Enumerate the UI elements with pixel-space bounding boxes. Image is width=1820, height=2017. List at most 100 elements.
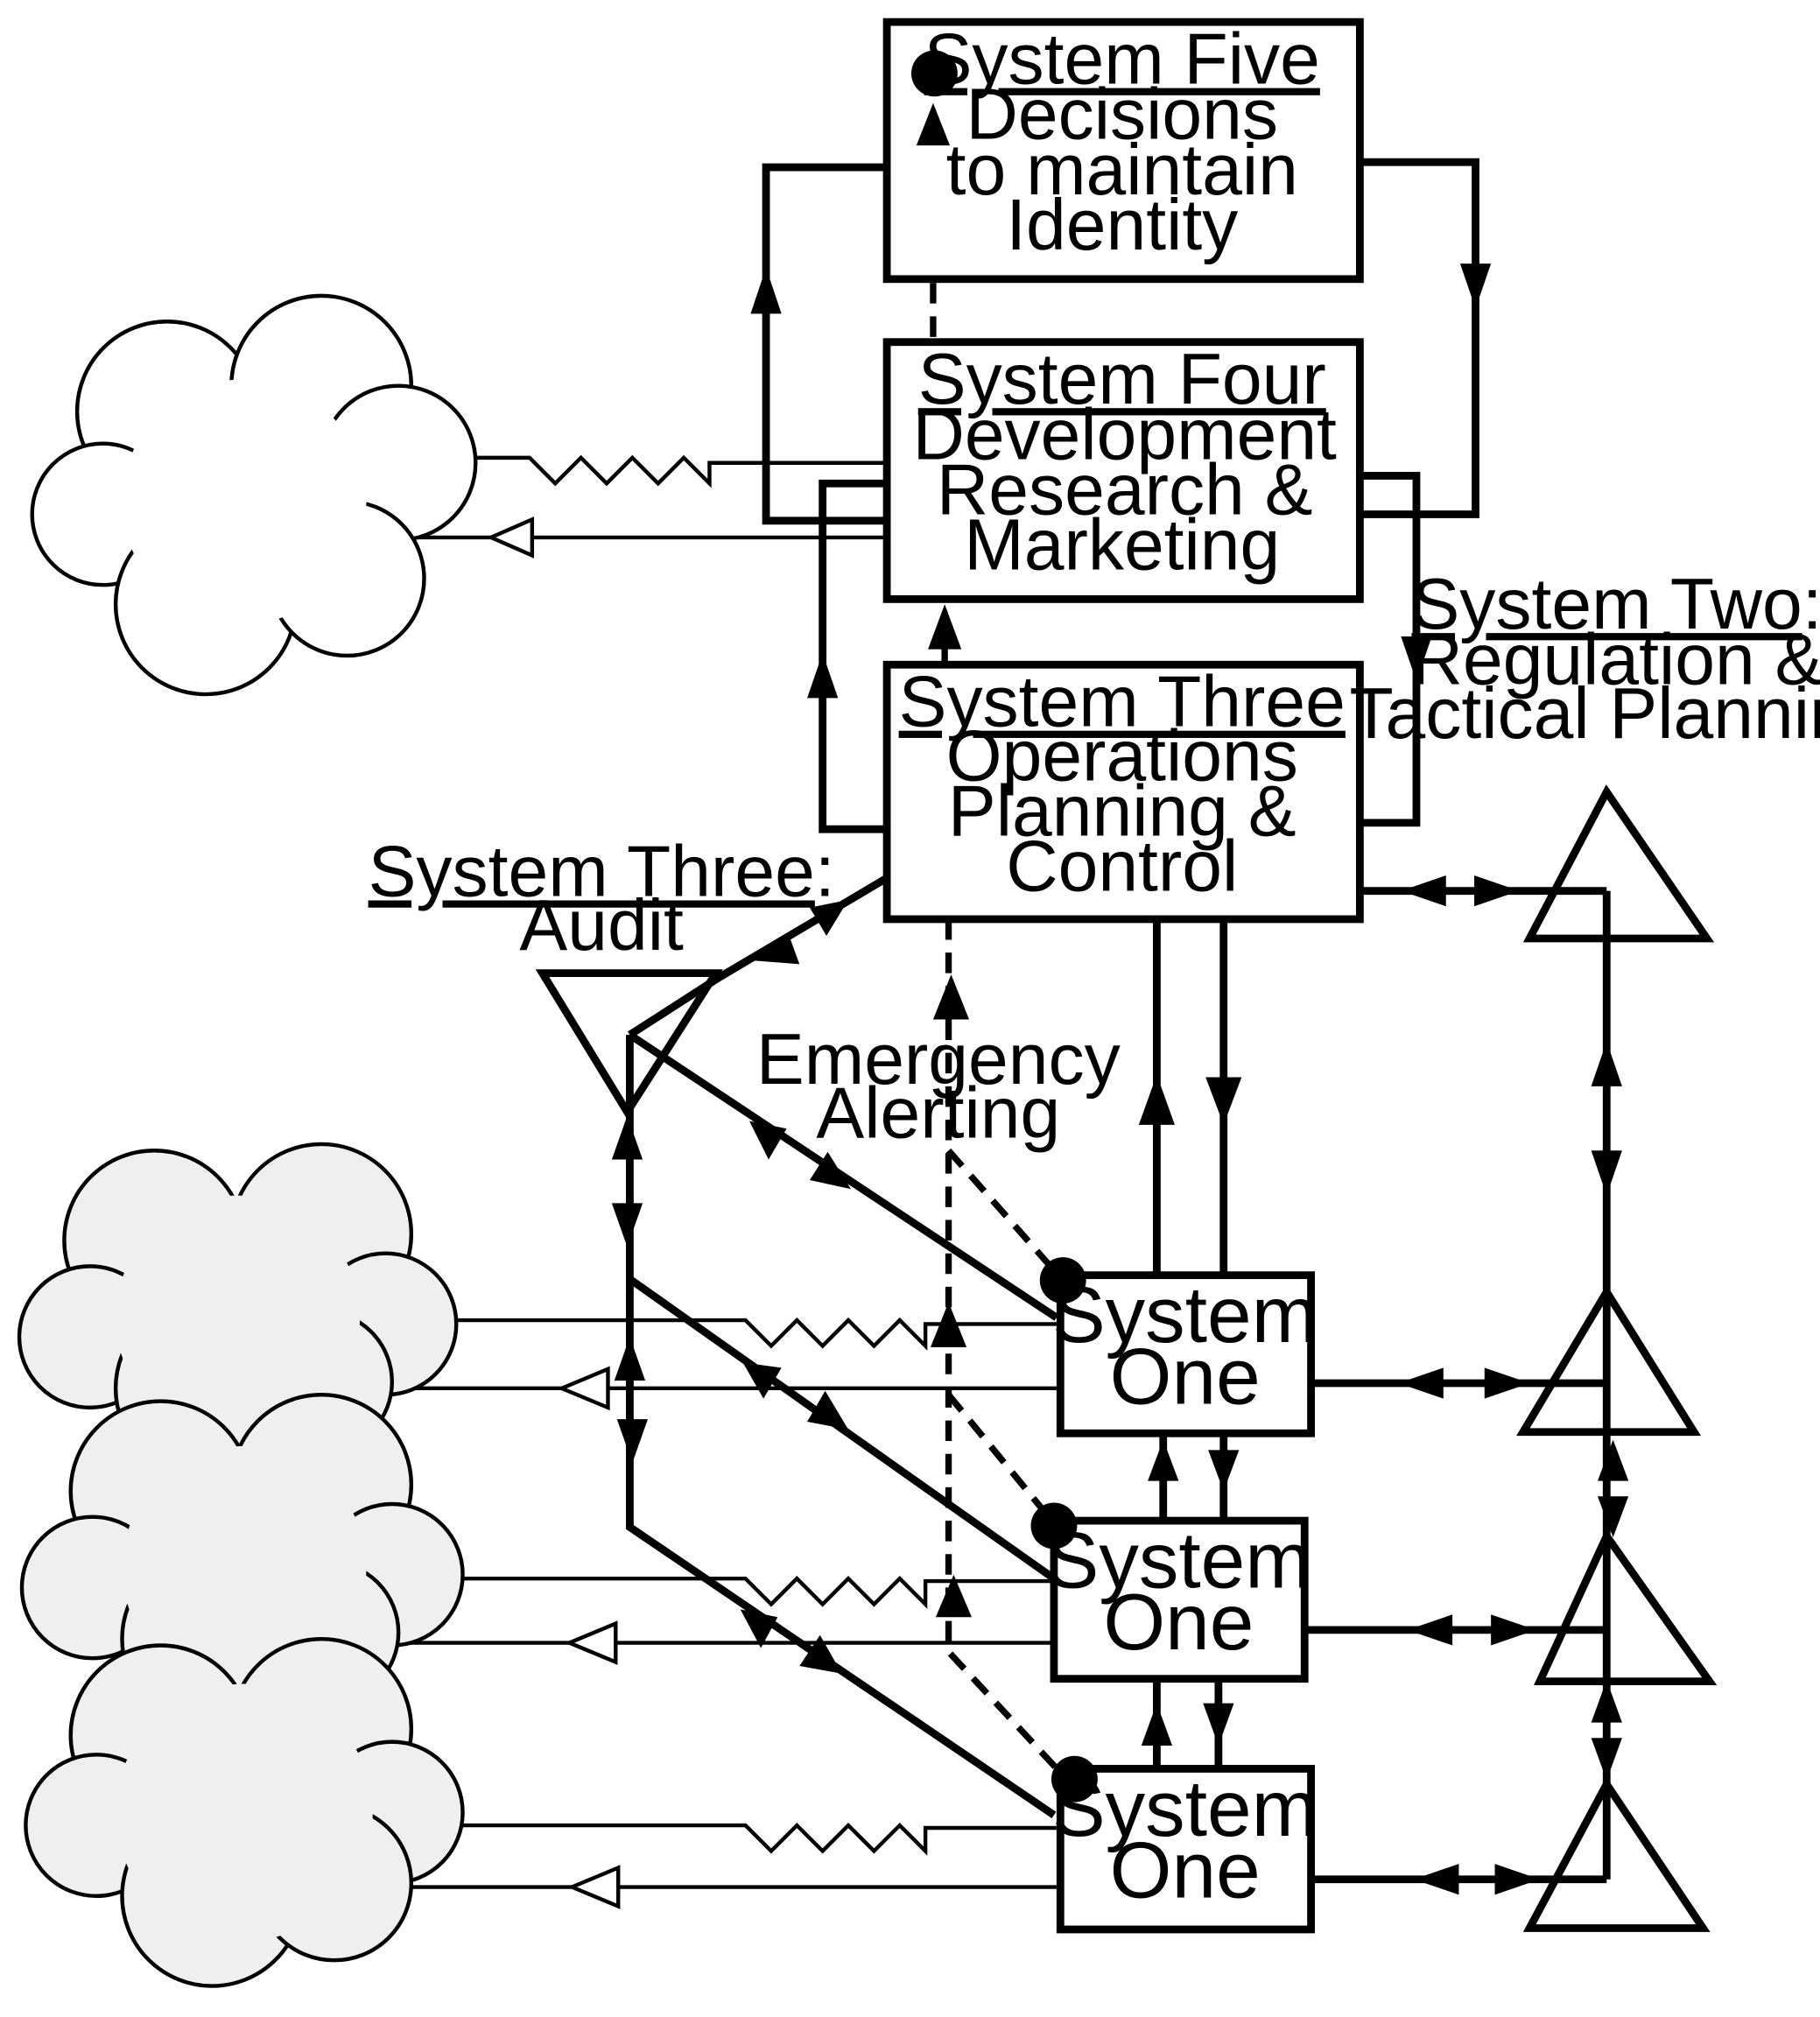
system-three-line-3: Control — [1006, 827, 1238, 907]
s4-to-s5-dashed-arrow — [916, 102, 951, 146]
system-five-line-2: to maintain — [946, 130, 1298, 210]
system-one-3-line-2: One — [1110, 1826, 1261, 1915]
system-three-box — [882, 660, 1364, 924]
s1b-to-s1c-arrow — [1203, 1703, 1234, 1746]
emergency-alerting-line-2: Alerting — [816, 1074, 1060, 1154]
s1b-s2-left-arrow — [1407, 1614, 1453, 1646]
system-four-line-1: Development — [912, 395, 1337, 474]
s3-to-s4-arrow — [807, 653, 839, 699]
audit-to-s1b-line — [627, 1276, 1057, 1582]
system-three-line-2: Planning & — [948, 772, 1296, 852]
system-two-triangle-3 — [1522, 1776, 1711, 1932]
s1c-environment-zigzag-line — [460, 1822, 1057, 1856]
s3-s2-right-arrow — [1474, 875, 1520, 907]
emergency-up-arrow-1 — [932, 974, 970, 1020]
s1a-s2-right-arrow — [1484, 1367, 1530, 1399]
s1b-s2-right-arrow — [1491, 1614, 1536, 1646]
s4-to-s5-line — [762, 163, 888, 525]
system-one-box-1 — [1056, 1271, 1315, 1437]
s3-to-s4-line — [819, 479, 888, 833]
environment-cloud-top — [30, 293, 478, 697]
s2-spine-up-arrow — [1591, 1041, 1622, 1086]
environment-lines — [360, 454, 1057, 1889]
system-one-2-line-2: One — [1103, 1578, 1254, 1667]
audit-s1a-down-arrow — [809, 1151, 851, 1190]
s2-spine-up-arrow-2 — [1597, 1439, 1629, 1481]
audit-line: Audit — [519, 886, 684, 966]
system-five-dot — [910, 50, 958, 97]
audit-spine-down-arrow — [611, 1203, 643, 1247]
audit-s1b-down-arrow — [807, 1390, 849, 1430]
audit-s1c-down-arrow — [799, 1634, 842, 1674]
audit-colon: : — [815, 833, 835, 912]
emergency-up-arrow-2 — [930, 1302, 967, 1347]
s4-environment-zigzag-line — [456, 454, 888, 488]
s2-spine-up-arrow-3 — [1591, 1680, 1622, 1723]
system-three-line-1: Operations — [946, 716, 1298, 796]
emergency-spine-line — [945, 918, 1065, 1776]
s2-spine-down-arrow-3 — [1591, 1738, 1622, 1781]
s3-s2-left-arrow — [1401, 875, 1446, 907]
s2-spine-down-arrow — [1591, 1150, 1622, 1196]
system-three-title: System Three — [899, 663, 1346, 742]
system-two-colon: : — [1802, 565, 1820, 644]
system-two-triangle-top — [1522, 784, 1715, 943]
s1c-s2-right-arrow — [1494, 1864, 1540, 1895]
system-one-dot-1 — [1039, 1257, 1086, 1304]
system-four-line-3: Marketing — [964, 506, 1280, 586]
system-one-3-line-1: System — [1052, 1765, 1318, 1853]
s1a-s2-left-arrow — [1398, 1367, 1444, 1399]
s4-to-s5-arrow — [750, 267, 782, 314]
s1-to-s3-arrow — [1138, 1074, 1175, 1125]
system-one-box-2 — [1050, 1516, 1309, 1683]
system-one-2-line-1: System — [1046, 1516, 1311, 1605]
system-two-triangle-1 — [1516, 1284, 1702, 1437]
s5-to-s4-arrow — [1459, 264, 1492, 309]
system-four-box — [882, 338, 1364, 603]
audit-spine-line — [626, 1035, 1057, 1818]
s1c-environment-arrow — [566, 1865, 621, 1909]
system-one-1-line-2: One — [1110, 1332, 1261, 1421]
s2-spine-down-arrow-2 — [1597, 1496, 1629, 1538]
system-two-heading: System Two: — [1411, 565, 1820, 644]
audit-heading: System Three: — [369, 833, 835, 912]
s1b-to-s1a-arrow — [1148, 1439, 1179, 1481]
system-one-dot-2 — [1030, 1502, 1078, 1550]
system-two-title: System Two — [1411, 565, 1802, 644]
s4-environment-arrow — [486, 516, 535, 559]
audit-to-s3-arrow-2 — [750, 936, 800, 965]
s1a-environment-arrow — [556, 1366, 610, 1411]
s1c-to-s1b-arrow — [1141, 1703, 1173, 1746]
audit-triangle — [535, 969, 723, 1120]
system-five-box — [882, 18, 1364, 284]
system-five-line-3: Identity — [1006, 186, 1238, 265]
emergency-alerting-line-1: Emergency — [756, 1020, 1121, 1100]
system-two-line-2: Tactical Planning — [1349, 674, 1820, 754]
audit-spine-up-arrow — [611, 1115, 643, 1160]
system-five-title: System Five — [924, 20, 1320, 100]
s1a-to-s1b-arrow — [1208, 1450, 1240, 1492]
audit-s1b-up-arrow — [742, 1362, 782, 1399]
system-one-1-line-1: System — [1052, 1271, 1318, 1360]
s1a-emergency-dashed-line — [945, 1148, 1065, 1282]
audit-title: System Three — [369, 833, 815, 912]
s1b-emergency-dashed-line — [945, 1392, 1057, 1526]
audit-spine-up-arrow-2 — [614, 1337, 646, 1381]
system-two-triangle-2 — [1534, 1528, 1718, 1686]
s3-to-s1-arrow — [1205, 1077, 1242, 1125]
audit-s1a-up-arrow — [748, 1121, 787, 1160]
s5-to-s4-line — [1360, 158, 1479, 518]
audit-spine-down-arrow-2 — [616, 1419, 648, 1464]
environment-cloud-3 — [24, 1636, 465, 1988]
s3-to-s4-dashed-arrow — [928, 604, 962, 650]
s4-to-s3-arrow — [1401, 636, 1432, 682]
audit-to-s1a-line — [627, 1031, 1059, 1321]
s1a-environment-zigzag-line — [449, 1317, 1057, 1351]
audit-to-s3-arrow-1 — [809, 899, 849, 937]
system-four-line-2: Research & — [937, 450, 1313, 530]
s1b-environment-arrow — [564, 1620, 618, 1665]
emergency-up-arrow-3 — [935, 1574, 972, 1618]
system-four-title: System Four — [918, 340, 1326, 419]
system-five-line-1: Decisions — [966, 75, 1278, 155]
